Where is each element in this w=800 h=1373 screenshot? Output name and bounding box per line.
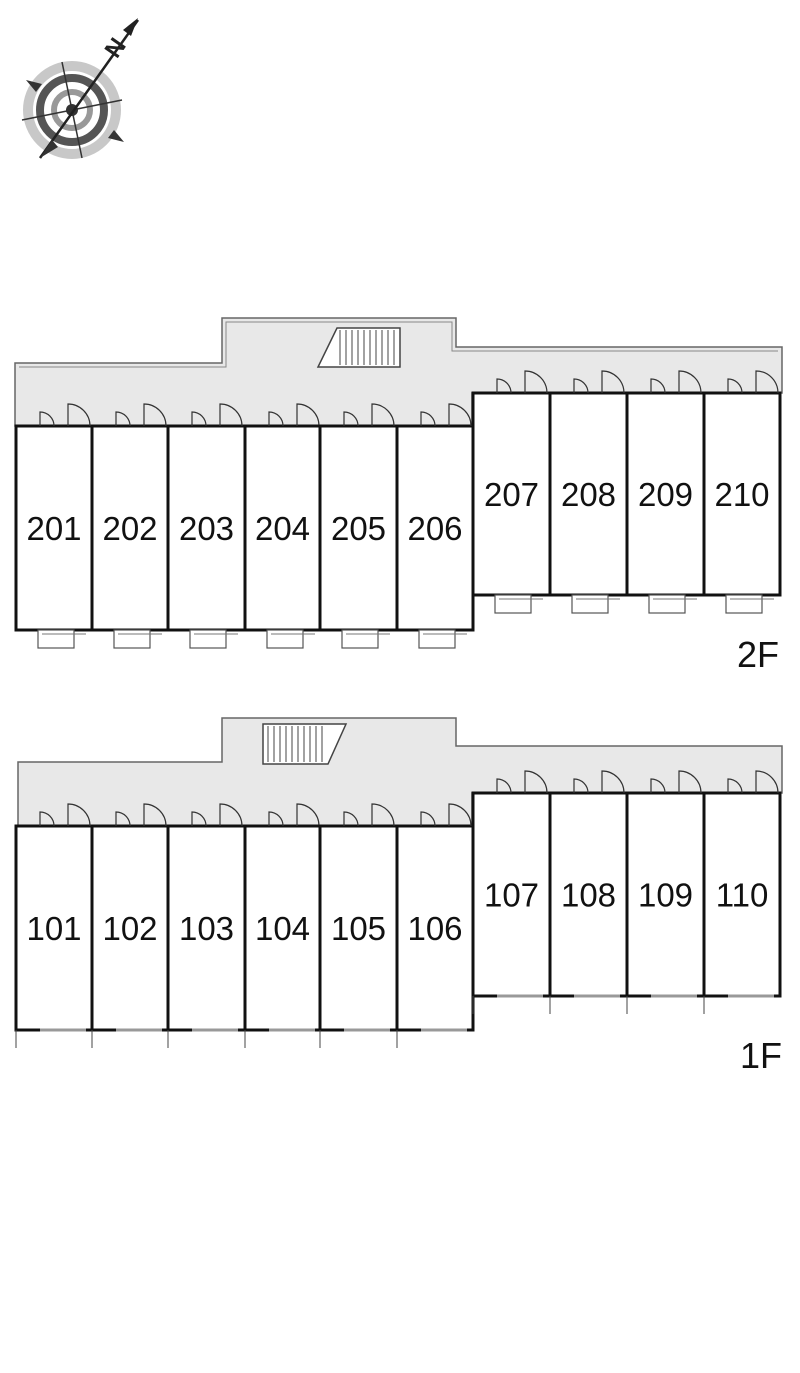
balcony xyxy=(725,594,763,614)
unit-label: 204 xyxy=(255,510,310,547)
unit-209: 209 xyxy=(625,370,706,614)
unit-label: 103 xyxy=(179,910,234,947)
balcony xyxy=(37,629,75,649)
unit-label: 203 xyxy=(179,510,234,547)
unit-label: 102 xyxy=(102,910,157,947)
balcony xyxy=(494,594,532,614)
door-icon xyxy=(573,770,625,794)
door-icon xyxy=(39,803,91,827)
unit-label: 105 xyxy=(331,910,386,947)
staircase-1f xyxy=(262,723,348,765)
unit-109: 109 xyxy=(625,770,706,1014)
door-icon xyxy=(496,770,548,794)
unit-204: 204 xyxy=(243,403,322,649)
door-icon xyxy=(115,803,167,827)
door-icon xyxy=(343,403,395,427)
unit-row-1f: 101 102 103 104 105 106 107 108 109 110 xyxy=(14,770,782,1048)
balcony xyxy=(113,629,151,649)
unit-label: 208 xyxy=(561,476,616,513)
unit-205: 205 xyxy=(318,403,399,649)
floor-label-1f: 1F xyxy=(740,1035,782,1076)
unit-label: 110 xyxy=(716,877,769,914)
floor-label-2f: 2F xyxy=(737,634,779,675)
unit-label: 201 xyxy=(26,510,81,547)
unit-206: 206 xyxy=(395,403,475,649)
unit-201: 201 xyxy=(14,403,94,649)
unit-102: 102 xyxy=(90,803,170,1048)
floor-1f: 101 102 103 104 105 106 107 108 109 110 1F xyxy=(14,717,783,1076)
door-icon xyxy=(39,403,91,427)
balcony xyxy=(571,594,609,614)
unit-106: 106 xyxy=(395,803,475,1048)
unit-label: 106 xyxy=(407,910,462,947)
unit-110: 110 xyxy=(702,770,782,1014)
unit-104: 104 xyxy=(243,803,322,1048)
unit-label: 104 xyxy=(255,910,310,947)
door-icon xyxy=(268,803,320,827)
unit-101: 101 xyxy=(14,803,94,1048)
unit-row-2f: 201 202 203 204 205 206 207 208 209 210 xyxy=(14,370,782,649)
compass-icon: N xyxy=(21,18,140,159)
door-icon xyxy=(115,403,167,427)
balcony xyxy=(648,594,686,614)
door-icon xyxy=(727,370,779,394)
unit-105: 105 xyxy=(318,803,399,1048)
unit-103: 103 xyxy=(166,803,247,1048)
balcony xyxy=(266,629,304,649)
unit-label: 210 xyxy=(714,476,769,513)
door-icon xyxy=(727,770,779,794)
unit-label: 109 xyxy=(638,877,693,914)
unit-label: 207 xyxy=(484,476,539,513)
unit-202: 202 xyxy=(90,403,170,649)
door-icon xyxy=(420,803,472,827)
door-icon xyxy=(268,403,320,427)
unit-label: 101 xyxy=(26,910,81,947)
door-icon xyxy=(496,370,548,394)
unit-label: 205 xyxy=(331,510,386,547)
balcony xyxy=(341,629,379,649)
door-icon xyxy=(343,803,395,827)
unit-label: 206 xyxy=(407,510,462,547)
unit-208: 208 xyxy=(548,370,629,614)
staircase-2f xyxy=(316,327,401,368)
unit-label: 107 xyxy=(484,877,539,914)
door-icon xyxy=(191,403,243,427)
door-icon xyxy=(573,370,625,394)
unit-label: 108 xyxy=(561,877,616,914)
unit-210: 210 xyxy=(702,370,782,614)
unit-label: 209 xyxy=(638,476,693,513)
unit-108: 108 xyxy=(548,770,629,1014)
unit-203: 203 xyxy=(166,403,247,649)
door-icon xyxy=(650,770,702,794)
door-icon xyxy=(191,803,243,827)
unit-107: 107 xyxy=(471,770,552,1014)
balcony xyxy=(418,629,456,649)
floor-2f: 201 202 203 204 205 206 207 208 209 210 2F xyxy=(14,317,783,675)
door-icon xyxy=(420,403,472,427)
unit-label: 202 xyxy=(102,510,157,547)
door-icon xyxy=(650,370,702,394)
unit-207: 207 xyxy=(471,370,552,614)
balcony xyxy=(189,629,227,649)
